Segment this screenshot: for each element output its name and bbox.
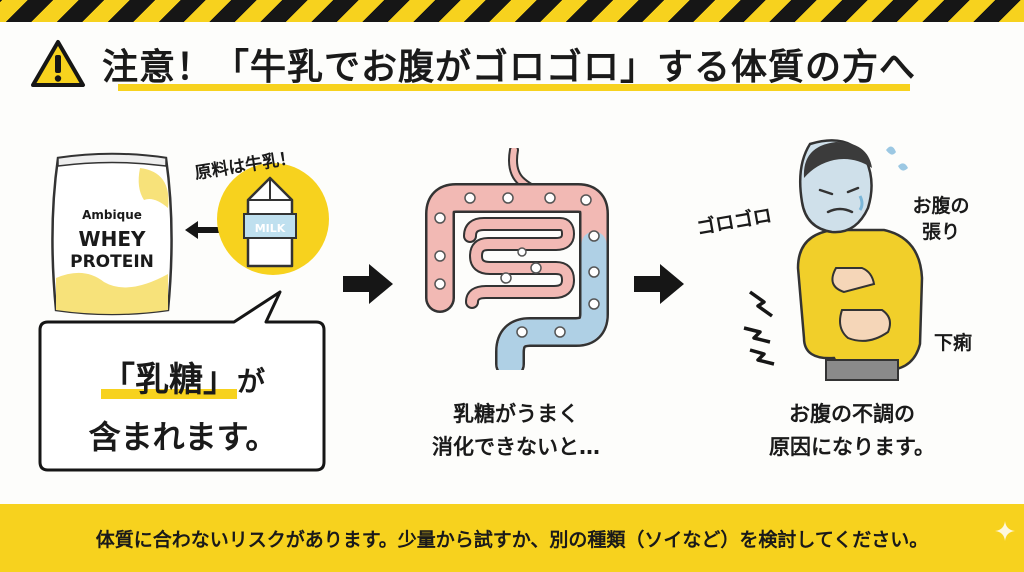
digestion-line1: 乳糖がうまく [453, 402, 579, 426]
hazard-stripe-top [0, 0, 1024, 22]
footer-banner: 体質に合わないリスクがあります。少量から試すか、別の種類（ソイなど）を検討してく… [0, 504, 1024, 572]
diarrhea-label: 下痢 [933, 332, 972, 354]
arrow-left-icon [185, 221, 220, 239]
callout-line1: 「乳糖」が [40, 357, 326, 405]
title-row: 注意！「牛乳でお腹がゴロゴロ」する体質の方へ [30, 38, 994, 90]
pain-spark-icon [743, 290, 775, 366]
milk-carton-icon [243, 176, 297, 268]
callout-suffix: が [236, 365, 265, 398]
carton-label: MILK [254, 222, 286, 235]
bloating-line2: 張り [921, 221, 960, 243]
warning-triangle-icon [31, 40, 85, 87]
sparkle-icon [995, 521, 1015, 541]
title-underline [118, 84, 910, 91]
bag-brand: Ambique [82, 208, 142, 222]
protein-bag-icon [51, 152, 173, 316]
intestine-icon [425, 148, 609, 370]
page-title: 注意！「牛乳でお腹がゴロゴロ」する体質の方へ [102, 47, 917, 88]
bag-line1: WHEY [78, 227, 146, 251]
callout-line2: 含まれます。 [88, 418, 278, 456]
symptoms-line2: 原因になります。 [769, 435, 935, 459]
arrow-right-icon-1 [343, 264, 393, 304]
speech-bubble [38, 290, 326, 472]
person-stomachache-icon [796, 139, 924, 381]
symptoms-line1: お腹の不調の [789, 402, 915, 426]
callout-highlight: 「乳糖」 [100, 357, 237, 403]
bag-line2: PROTEIN [70, 252, 154, 272]
footer-text: 体質に合わないリスクがあります。少量から試すか、別の種類（ソイなど）を検討してく… [95, 528, 929, 551]
bloating-line1: お腹の [912, 195, 970, 217]
arrow-right-icon-2 [634, 264, 684, 304]
digestion-line2: 消化できないと… [432, 435, 600, 459]
